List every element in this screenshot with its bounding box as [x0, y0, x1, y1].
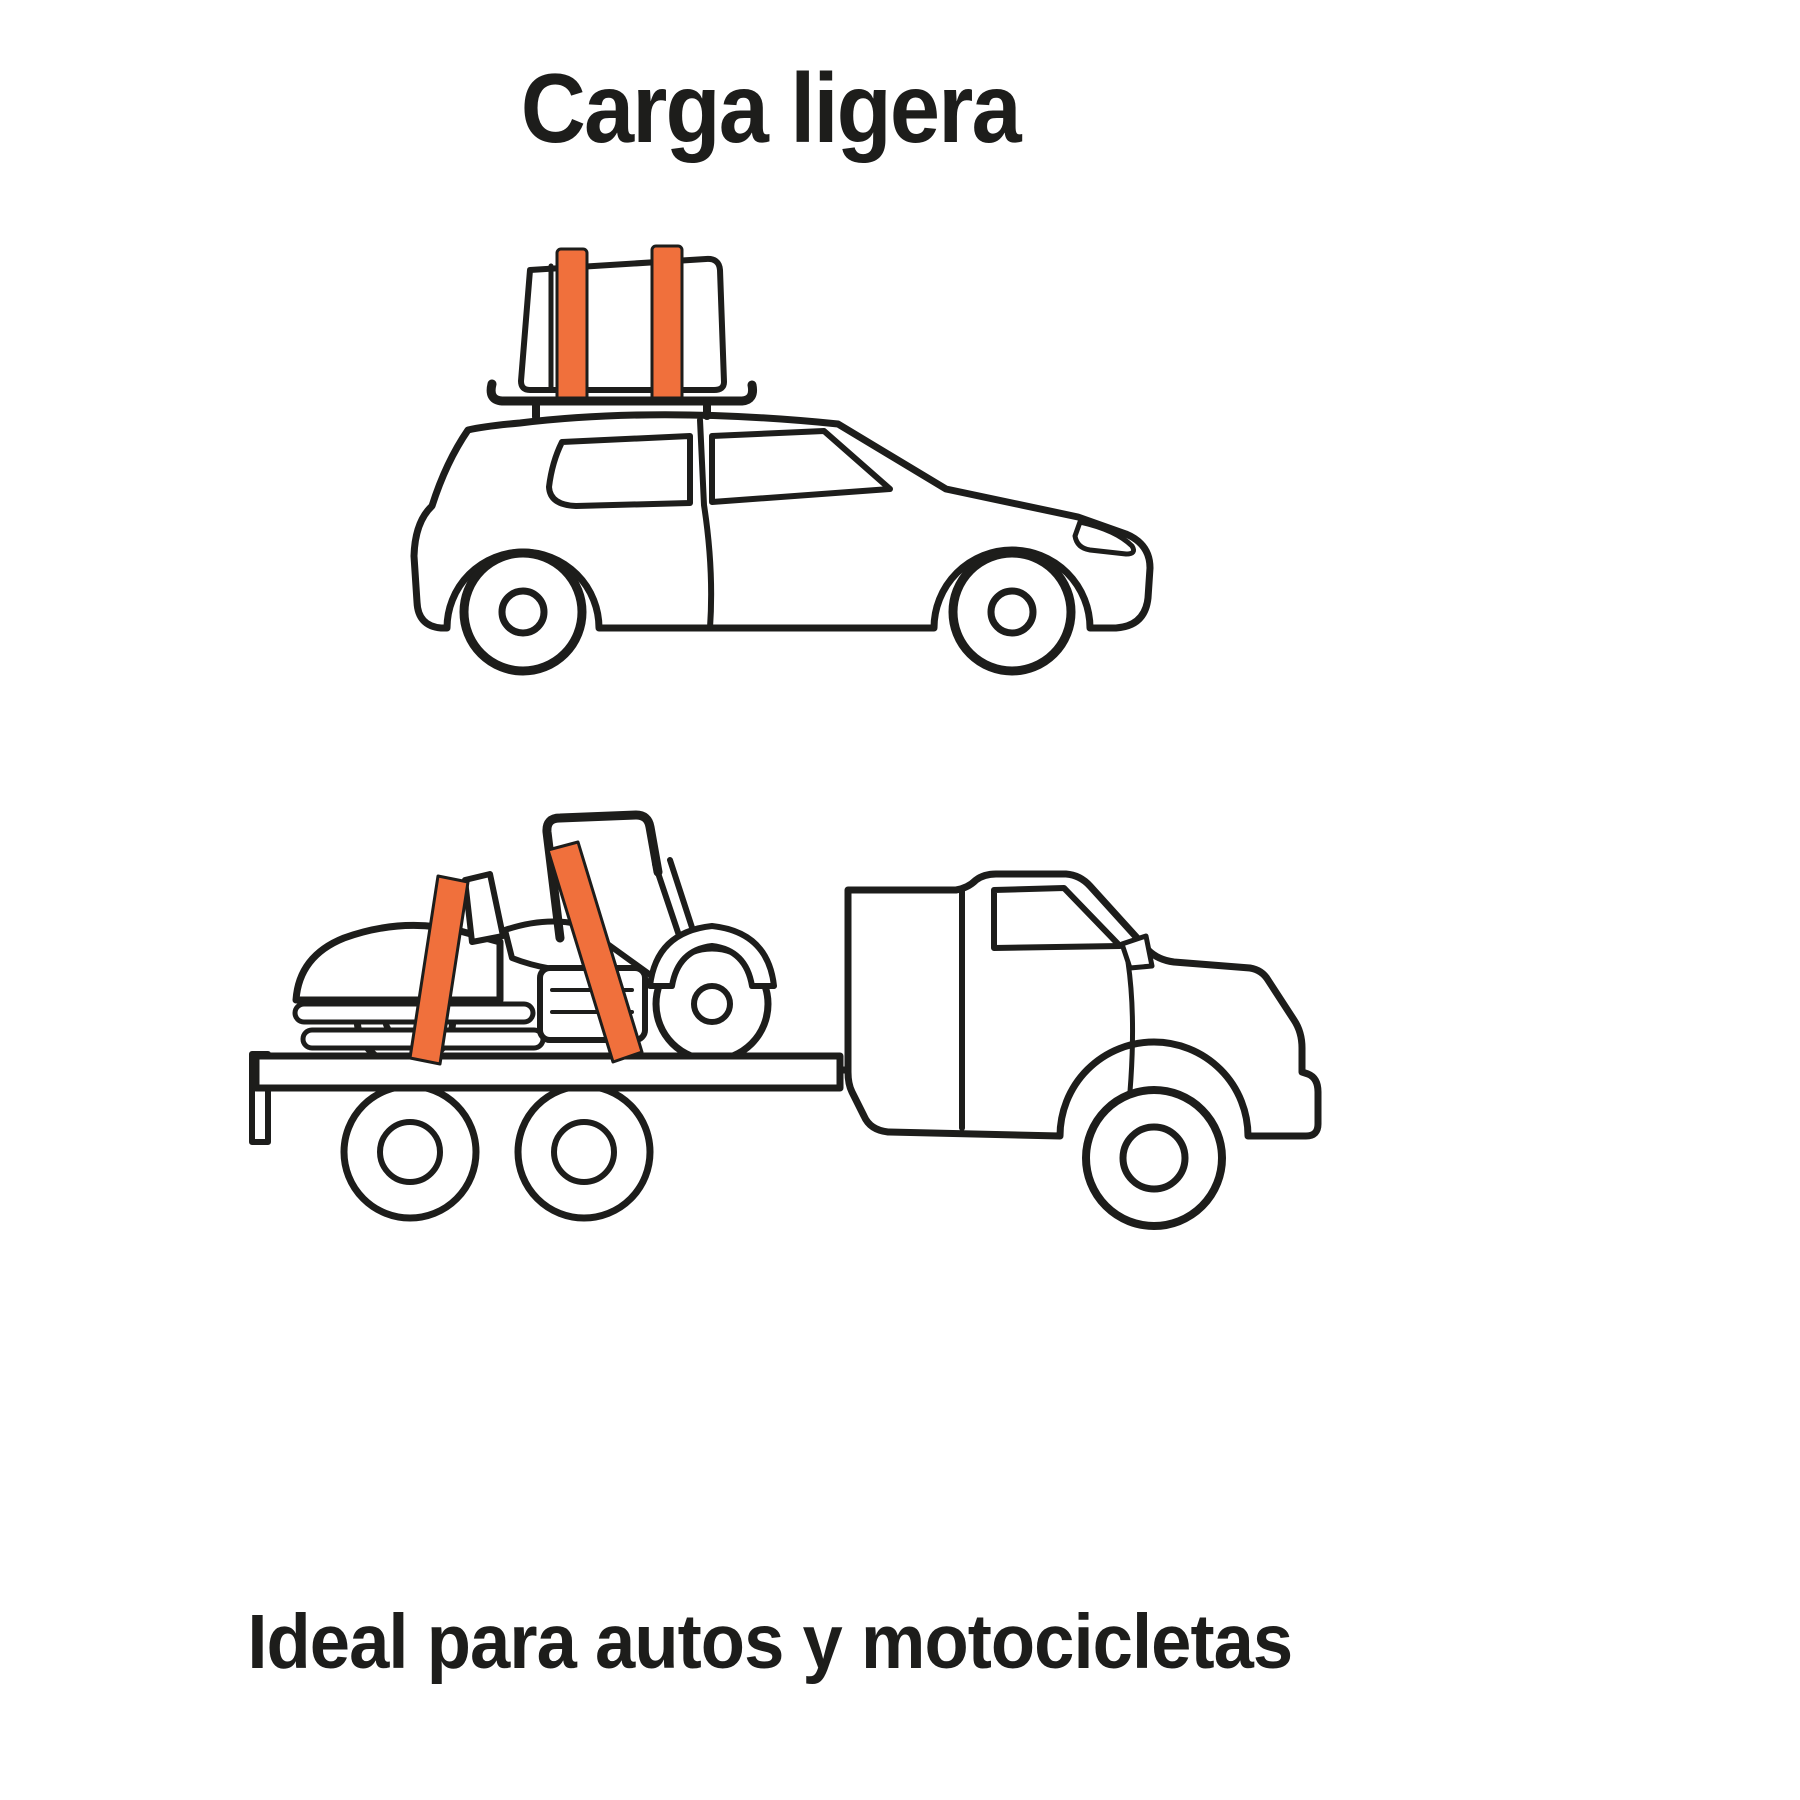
truck-body	[844, 870, 1322, 1140]
motorcycle-front-fender	[647, 923, 777, 989]
car-door-line	[697, 417, 715, 631]
motorcycle-exhaust-upper	[292, 1001, 536, 1025]
car-body	[410, 411, 1154, 632]
car-front-wheel-hub	[987, 587, 1037, 637]
cargo-strap-right	[650, 244, 684, 404]
roof-rack-bar	[486, 379, 757, 406]
truck-window	[991, 885, 1123, 951]
page-title-row: Carga ligera	[0, 52, 1540, 165]
motorcycle-front-wheel-hub	[691, 983, 733, 1025]
trailer-bed	[252, 1052, 844, 1092]
car-front-window	[709, 428, 893, 505]
car-headlight	[1072, 519, 1136, 557]
truck-front-wheel-hub	[1119, 1123, 1189, 1193]
car-illustration	[410, 244, 1154, 676]
motorcycle-seat-backrest	[462, 871, 506, 945]
motorcycle-handlebar	[542, 810, 663, 943]
motorcycle-strap-left	[408, 874, 470, 1066]
trailer-wheel-1-hub	[377, 1119, 443, 1185]
cargo-strap-left	[555, 247, 589, 404]
truck-trailer-illustration	[249, 810, 1322, 1230]
car-rear-wheel-hub	[498, 587, 548, 637]
page-caption: Ideal para autos y motocicletas	[247, 1599, 1294, 1685]
car-rear-window	[546, 433, 693, 509]
page-caption-row: Ideal para autos y motocicletas	[0, 1598, 1540, 1687]
trailer-wheel-2-hub	[551, 1119, 617, 1185]
page-title: Carga ligera	[520, 53, 1021, 163]
motorcycle-strap-right	[546, 840, 644, 1064]
